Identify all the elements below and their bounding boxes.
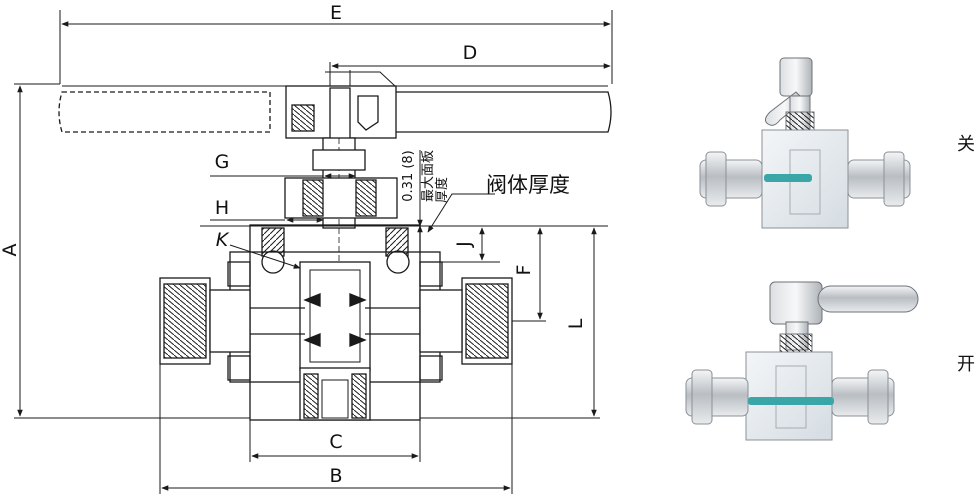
panel-clearance-label: 0.31 (8) bbox=[401, 150, 416, 202]
handle-hub bbox=[285, 70, 397, 141]
open-flow-indicator bbox=[748, 397, 834, 405]
open-handle bbox=[769, 281, 919, 353]
dim-label-e: E bbox=[330, 2, 342, 24]
valve-open-illustration: 开 bbox=[685, 281, 975, 441]
detent-springs bbox=[261, 227, 410, 274]
right-end-connection bbox=[419, 261, 513, 381]
open-body bbox=[685, 351, 895, 441]
dim-label-b: B bbox=[329, 465, 342, 487]
state-label-open: 开 bbox=[957, 354, 975, 375]
left-end-connection bbox=[159, 261, 251, 381]
max-panel-thickness-label-2: 厚度 bbox=[434, 177, 450, 203]
state-label-closed: 关 bbox=[957, 134, 975, 155]
dim-label-c: C bbox=[329, 431, 342, 453]
dim-label-f: F bbox=[513, 265, 535, 276]
valve-closed-illustration: 关 bbox=[699, 57, 975, 229]
dim-label-l: L bbox=[565, 318, 587, 329]
dim-label-k: K bbox=[216, 229, 230, 251]
dim-label-a: A bbox=[0, 244, 21, 257]
max-panel-thickness-label-1: 最大面板 bbox=[421, 150, 436, 202]
dim-label-g: G bbox=[215, 151, 230, 173]
closed-handle bbox=[764, 57, 815, 131]
dimension-labels: E D A G H K J F L C B 0.31 (8) 最大面板 厚度 阀… bbox=[0, 2, 587, 487]
dimension-lines bbox=[14, 10, 613, 494]
handle-lever bbox=[58, 85, 612, 133]
dim-label-h: H bbox=[215, 197, 229, 219]
dim-label-d: D bbox=[463, 42, 478, 64]
dim-label-j: J bbox=[453, 241, 475, 248]
bottom-port bbox=[299, 367, 371, 421]
closed-flow-indicator bbox=[764, 174, 812, 182]
bonnet-nut bbox=[284, 177, 398, 219]
section-view bbox=[58, 70, 612, 421]
body-thickness-label: 阀体厚度 bbox=[486, 173, 570, 197]
